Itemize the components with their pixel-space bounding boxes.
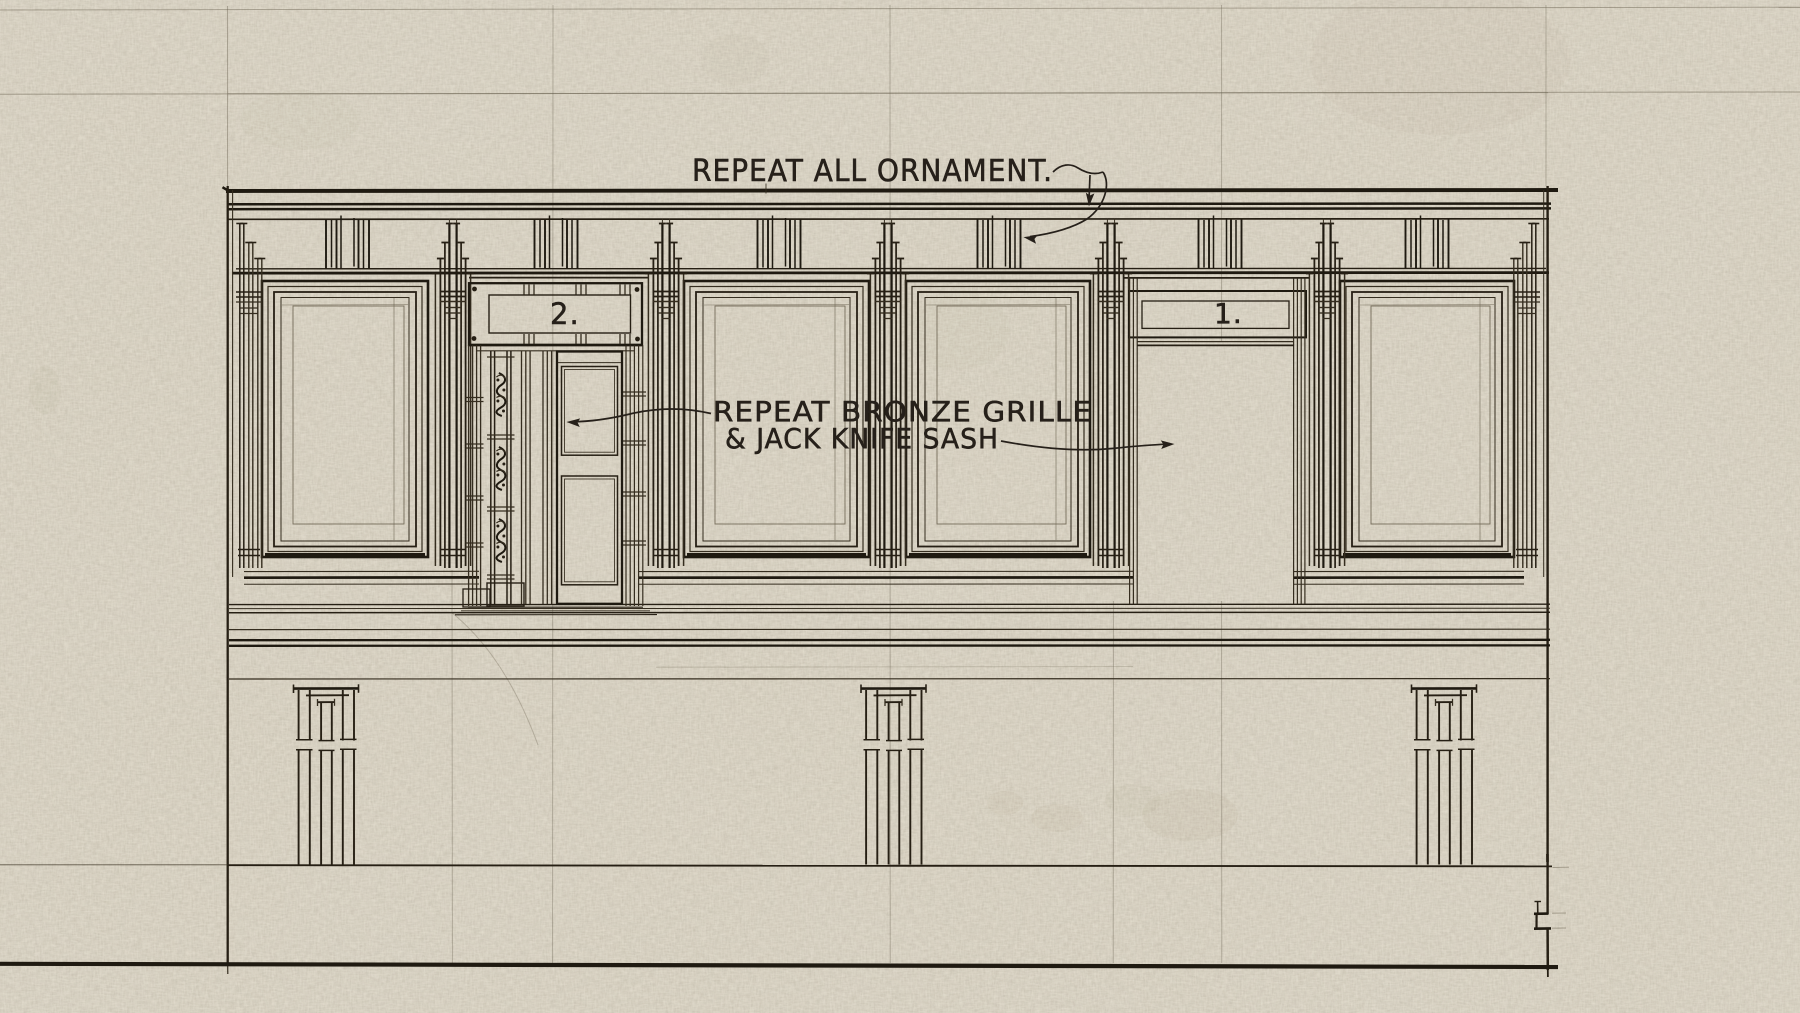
label-door-number: 2. — [550, 297, 580, 331]
note-grille-line2: & JACK KNIFE SASH — [725, 423, 999, 455]
door-left-jamb — [462, 345, 491, 608]
annotations: REPEAT ALL ORNAMENT. REPEAT BRONZE GRILL… — [550, 154, 1243, 456]
pencil-guides — [0, 4, 1800, 964]
wall-base-line — [0, 864, 1553, 868]
note-grille-line1: REPEAT BRONZE GRILLE — [713, 396, 1092, 428]
pilaster-7 — [1510, 222, 1540, 568]
label-opening-number: 1. — [1214, 297, 1243, 330]
ink-drawing — [0, 183, 1570, 978]
leader-sash — [1000, 439, 1175, 451]
break-mark — [1533, 900, 1567, 930]
ground-line — [0, 961, 1559, 970]
bronze-grille — [486, 351, 525, 607]
sash-opening-bay — [1128, 278, 1307, 604]
note-repeat-all-ornament: REPEAT ALL ORNAMENT. — [692, 154, 1053, 189]
door-threshold — [454, 606, 658, 616]
door-frame-mullions — [520, 351, 553, 604]
entrance-door-bay — [454, 282, 658, 616]
leader-ornament — [1022, 164, 1108, 244]
leader-grille — [566, 408, 712, 427]
door-right-jamb — [623, 345, 646, 606]
base-bands — [228, 603, 1551, 680]
sill-course — [243, 570, 1525, 585]
cornice — [221, 183, 1559, 221]
right-edge-line — [1533, 186, 1570, 978]
door-leaf — [555, 350, 624, 605]
pilaster-1 — [236, 222, 266, 568]
